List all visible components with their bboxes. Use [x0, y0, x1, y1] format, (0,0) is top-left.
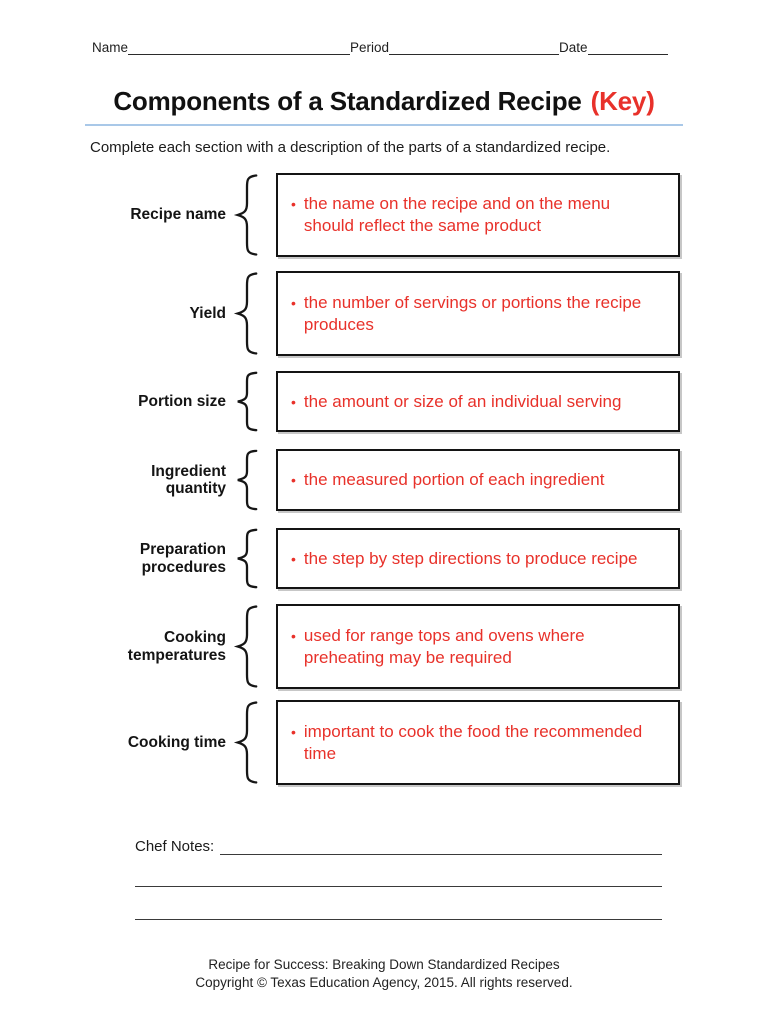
- period-label: Period: [350, 40, 390, 55]
- curly-brace-icon: [232, 173, 262, 257]
- component-row: Recipe name • the name on the recipe and…: [100, 173, 680, 257]
- chef-notes-line-2: [135, 871, 662, 887]
- description-text: the number of servings or portions the r…: [303, 292, 642, 334]
- description-box: • the number of servings or portions the…: [276, 271, 680, 356]
- component-label: Portion size: [138, 392, 226, 410]
- component-label: Cooking time: [127, 733, 226, 751]
- component-row: Preparation procedures • the step by ste…: [100, 528, 680, 589]
- curly-brace-icon: [232, 271, 262, 356]
- description-box: • the measured portion of each ingredien…: [276, 449, 680, 511]
- component-row: Yield • the number of servings or portio…: [100, 271, 680, 356]
- component-label: Preparation procedures: [139, 541, 226, 576]
- component-label: Recipe name: [130, 206, 226, 224]
- page-footer: Recipe for Success: Breaking Down Standa…: [0, 956, 768, 992]
- page-title: Components of a Standardized Recipe (Key): [0, 86, 768, 117]
- period-field-line: [389, 41, 560, 55]
- bullet-icon: •: [291, 627, 296, 644]
- component-label: Cooking temperatures: [127, 629, 226, 664]
- name-field-line: [128, 41, 351, 55]
- component-row: Portion size • the amount or size of an …: [100, 371, 680, 432]
- footer-copyright: Copyright © Texas Education Agency, 2015…: [195, 975, 573, 990]
- bullet-icon: •: [291, 723, 296, 740]
- description-box: • important to cook the food the recomme…: [276, 700, 680, 785]
- curly-brace-icon: [232, 528, 262, 589]
- component-label: Ingredient quantity: [151, 462, 226, 497]
- description-box: • the step by step directions to produce…: [276, 528, 680, 589]
- bullet-icon: •: [291, 196, 296, 212]
- chef-notes-line-3: [135, 904, 662, 920]
- description-text: the measured portion of each ingredient: [303, 470, 605, 489]
- components-section: Recipe name • the name on the recipe and…: [100, 173, 680, 785]
- chef-notes-row: Chef Notes:: [135, 838, 662, 855]
- component-row: Cooking temperatures • used for range to…: [100, 604, 680, 689]
- curly-brace-icon: [232, 449, 262, 511]
- description-box: • the amount or size of an individual se…: [276, 371, 680, 432]
- curly-brace-icon: [232, 700, 262, 785]
- bullet-icon: •: [291, 294, 296, 311]
- header-fill-in-row: Name Period Date: [92, 40, 682, 55]
- title-key-label: (Key): [590, 86, 655, 116]
- description-box: • the name on the recipe and on the menu…: [276, 173, 680, 257]
- curly-brace-icon: [232, 371, 262, 432]
- footer-title: Recipe for Success: Breaking Down Standa…: [208, 957, 560, 972]
- description-text: used for range tops and ovens where preh…: [303, 625, 585, 667]
- component-row: Ingredient quantity • the measured porti…: [100, 449, 680, 511]
- description-text: the amount or size of an individual serv…: [303, 391, 622, 411]
- description-text: the step by step directions to produce r…: [303, 548, 638, 568]
- bullet-icon: •: [291, 393, 296, 410]
- page-title-text: Components of a Standardized Recipe: [113, 86, 582, 116]
- description-box: • used for range tops and ovens where pr…: [276, 604, 680, 689]
- chef-notes-line-1: [220, 839, 662, 855]
- instruction-text: Complete each section with a description…: [90, 139, 611, 156]
- chef-notes-label: Chef Notes:: [135, 838, 215, 855]
- name-label: Name: [92, 40, 129, 55]
- bullet-icon: •: [291, 550, 296, 567]
- date-label: Date: [559, 40, 588, 55]
- component-label: Yield: [189, 304, 226, 322]
- date-field-line: [587, 41, 668, 55]
- bullet-icon: •: [291, 472, 296, 488]
- title-underline-rule: [85, 124, 683, 126]
- description-text: important to cook the food the recommend…: [303, 721, 643, 763]
- description-text: the name on the recipe and on the menu s…: [303, 194, 611, 235]
- curly-brace-icon: [232, 604, 262, 689]
- component-row: Cooking time • important to cook the foo…: [100, 700, 680, 785]
